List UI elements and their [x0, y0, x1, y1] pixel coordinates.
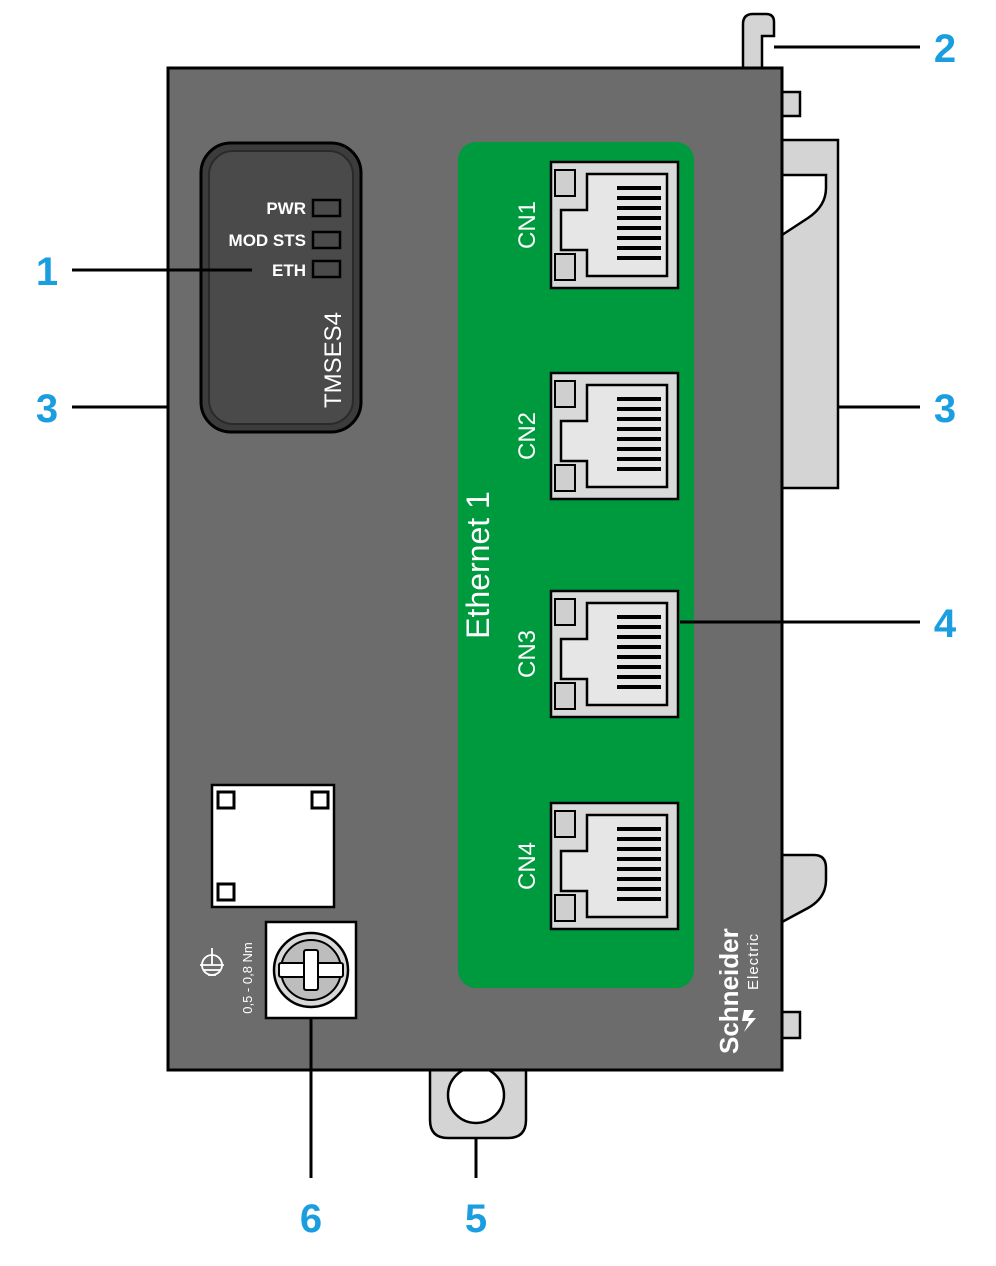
side-tab-lower: [780, 853, 828, 925]
side-tab-top: [780, 90, 802, 118]
brand-sub: Electric: [745, 933, 762, 990]
led-label-mod-sts: MOD STS: [229, 231, 306, 250]
port-label-cn1: CN1: [514, 201, 541, 249]
brand-name: Schneider: [714, 928, 744, 1054]
led-label-eth: ETH: [272, 261, 306, 280]
callout-6: 6: [300, 1197, 322, 1241]
rj45-port-cn1: [549, 160, 680, 290]
qr-marker-tr: [310, 790, 330, 810]
ethernet-panel: [458, 142, 694, 988]
led-mod-sts: [311, 230, 342, 250]
brand-logo-icon: [742, 1010, 756, 1032]
qr-marker-bl: [216, 882, 236, 902]
din-rail-latch: [741, 12, 776, 70]
ground-torque-label: 0,5 - 0,8 Nm: [240, 942, 255, 1014]
led-label-pwr: PWR: [266, 199, 306, 218]
port-label-cn4: CN4: [514, 842, 541, 890]
callout-4: 4: [934, 602, 957, 646]
rj45-port-cn3: [549, 589, 680, 719]
ground-symbol-icon: [200, 948, 224, 976]
callout-5: 5: [465, 1197, 487, 1241]
callout-3-left: 3: [36, 387, 58, 431]
side-tab-bottom: [780, 1010, 802, 1040]
led-eth: [311, 259, 342, 279]
led-pwr: [311, 198, 342, 218]
port-label-cn2: CN2: [514, 412, 541, 460]
model-label: TMSES4: [320, 312, 347, 408]
network-label: Ethernet 1: [460, 491, 496, 639]
callout-1: 1: [36, 250, 58, 294]
bus-connector-bracket: [780, 138, 840, 490]
rj45-port-cn4: [549, 801, 680, 931]
callout-2: 2: [934, 27, 956, 71]
rj45-port-cn2: [549, 371, 680, 501]
port-label-cn3: CN3: [514, 630, 541, 678]
mounting-hole: [446, 1065, 506, 1125]
callout-3-right: 3: [934, 387, 956, 431]
qr-marker-tl: [216, 790, 236, 810]
led-window-inner: [208, 150, 354, 425]
